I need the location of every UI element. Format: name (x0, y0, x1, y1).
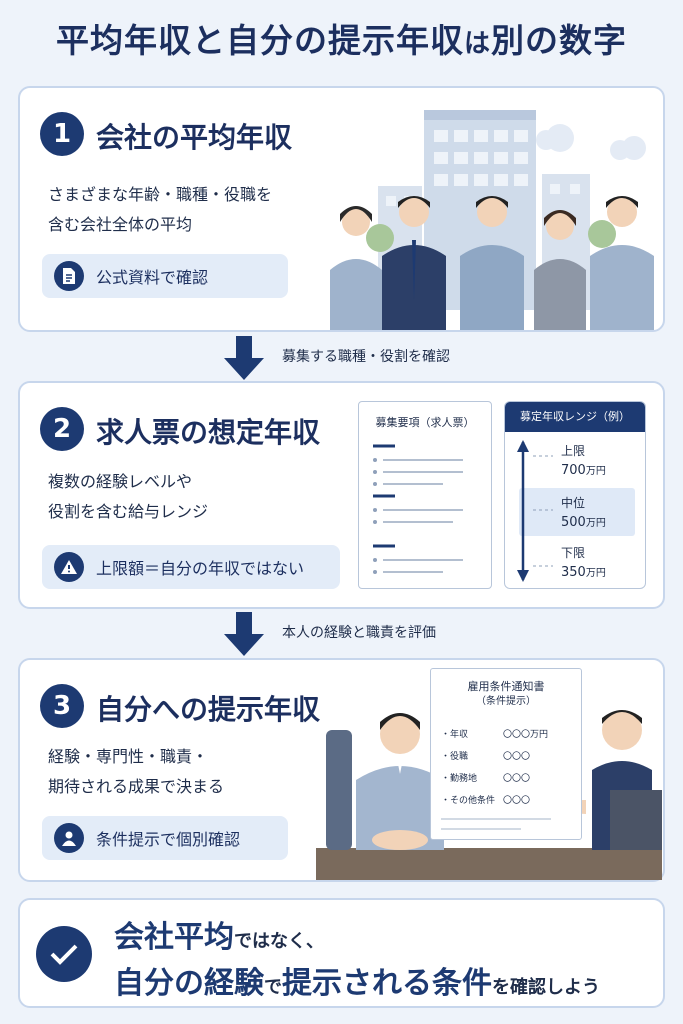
step3-desc-line2: 期待される成果で決まる (48, 777, 225, 796)
arrow2-row: 本人の経験と職責を評価 (0, 610, 683, 658)
range-mid-highlight (519, 488, 635, 536)
range-mid-unit: 万円 (585, 518, 606, 529)
page-title: 平均年収と自分の提示年収は別の数字 (0, 14, 683, 62)
step3-heading: 自分への提示年収 (96, 693, 321, 726)
salary-range-card: 募定年収レンジ（例） 上限 700万円 中位 500万円 下限 350万円 (504, 401, 646, 589)
step2-number: 2 (40, 407, 84, 451)
conclusion-de: で (264, 977, 282, 998)
doc-title: 募集要項（求人票） (375, 416, 475, 429)
step1-number: 1 (40, 112, 84, 156)
step1-pill: 公式資料で確認 (42, 254, 288, 298)
meeting-illustration (316, 710, 662, 880)
notice-row: ・勤務地 〇〇〇 (441, 771, 530, 784)
step3-pill: 条件提示で個別確認 (42, 816, 288, 860)
step2-pill: 上限額＝自分の年収ではない (42, 545, 340, 589)
range-lower-value: 350 (561, 565, 586, 580)
step2-heading: 求人票の想定年収 (96, 416, 321, 449)
step3-desc-line1: 経験・専門性・職責・ (48, 747, 209, 766)
document-icon (54, 261, 84, 291)
conclusion-line2: 自分の経験で提示される条件を確認しよう (114, 958, 600, 1002)
step2-pill-text: 上限額＝自分の年収ではない (96, 559, 305, 578)
range-lower-label: 下限 (561, 546, 586, 560)
range-mid: 中位 500万円 (561, 494, 606, 533)
conclusion-company-average: 会社平均 (114, 920, 234, 955)
employment-notice-document: 雇用条件通知書 （条件提示） ・年収〇〇〇万円 ・役職〇〇〇 ・勤務地〇〇〇 ・… (430, 668, 582, 840)
title-particle: は (463, 29, 491, 59)
range-arrow-icon (517, 440, 553, 582)
range-lower-unit: 万円 (585, 568, 606, 579)
notice-title-line1: 雇用条件通知書 (467, 680, 545, 693)
conclusion-own-experience: 自分の経験 (114, 966, 264, 1001)
notice-row-value: 〇〇〇万円 (503, 730, 549, 740)
step2-desc-line2: 役割を含む給与レンジ (48, 502, 209, 521)
step3-card: 3 自分への提示年収 経験・専門性・職責・ 期待される成果で決まる 条件提示で個… (18, 658, 665, 882)
title-main: 平均年収と自分の提示年収 (55, 21, 464, 60)
step3-description: 経験・専門性・職責・ 期待される成果で決まる (48, 742, 224, 802)
step1-pill-text: 公式資料で確認 (96, 268, 209, 287)
notice-row-value: 〇〇〇 (503, 796, 531, 806)
conclusion-not: ではなく、 (234, 931, 324, 952)
arrow1-label: 募集する職種・役割を確認 (282, 349, 450, 365)
step2-card: 2 求人票の想定年収 複数の経験レベルや 役割を含む給与レンジ 上限額＝自分の年… (18, 381, 665, 609)
step1-card: 1 会社の平均年収 さまざまな年齢・職種・役職を 含む会社全体の平均 公式資料で… (18, 86, 665, 332)
step3-pill-text: 条件提示で個別確認 (96, 830, 241, 849)
office-people-illustration (330, 110, 654, 330)
arrow2-label: 本人の経験と職責を評価 (282, 625, 436, 641)
notice-row: ・役職 〇〇〇 (441, 749, 530, 762)
notice-row: ・年収 〇〇〇万円 (441, 727, 548, 740)
step3-number: 3 (40, 684, 84, 728)
notice-row-label: ・その他条件 (441, 796, 496, 806)
down-arrow-icon (224, 612, 264, 656)
doc-lines-graphic (373, 444, 463, 574)
notice-row-value: 〇〇〇 (503, 774, 531, 784)
range-upper: 上限 700万円 (561, 442, 606, 481)
step1-desc-line2: 含む会社全体の平均 (48, 215, 193, 234)
step1-description: さまざまな年齢・職種・役職を 含む会社全体の平均 (48, 180, 272, 240)
step1-heading: 会社の平均年収 (96, 121, 293, 154)
notice-row-label: ・役職 (441, 752, 469, 762)
step2-desc-line1: 複数の経験レベルや (48, 472, 193, 491)
check-icon (36, 926, 92, 982)
range-title: 募定年収レンジ（例） (505, 402, 645, 432)
notice-row: ・その他条件〇〇〇 (441, 793, 530, 806)
conclusion-confirm: を確認しよう (492, 977, 600, 998)
notice-title-line2: （条件提示） (476, 696, 536, 707)
notice-row-label: ・年収 (441, 730, 469, 740)
range-mid-value: 500 (561, 515, 586, 530)
arrow1-row: 募集する職種・役割を確認 (0, 334, 683, 382)
range-lower: 下限 350万円 (561, 544, 606, 583)
notice-row-label: ・勤務地 (441, 774, 478, 784)
down-arrow-icon (224, 336, 264, 380)
range-upper-value: 700 (561, 463, 586, 478)
notice-row-value: 〇〇〇 (503, 752, 531, 762)
range-upper-label: 上限 (561, 444, 586, 458)
step2-description: 複数の経験レベルや 役割を含む給与レンジ (48, 467, 208, 527)
warning-icon (54, 552, 84, 582)
conclusion-offered-terms: 提示される条件 (282, 966, 492, 1001)
job-posting-document: 募集要項（求人票） (358, 401, 492, 589)
notice-lines-graphic (441, 818, 551, 830)
step1-desc-line1: さまざまな年齢・職種・役職を (48, 185, 273, 204)
notice-title: 雇用条件通知書 （条件提示） (431, 679, 581, 709)
title-tail: 別の数字 (491, 21, 627, 60)
conclusion-line1: 会社平均ではなく、 (114, 912, 324, 956)
range-mid-label: 中位 (561, 496, 586, 510)
person-icon (54, 823, 84, 853)
conclusion-card: 会社平均ではなく、 自分の経験で提示される条件を確認しよう (18, 898, 665, 1008)
range-upper-unit: 万円 (585, 466, 606, 477)
